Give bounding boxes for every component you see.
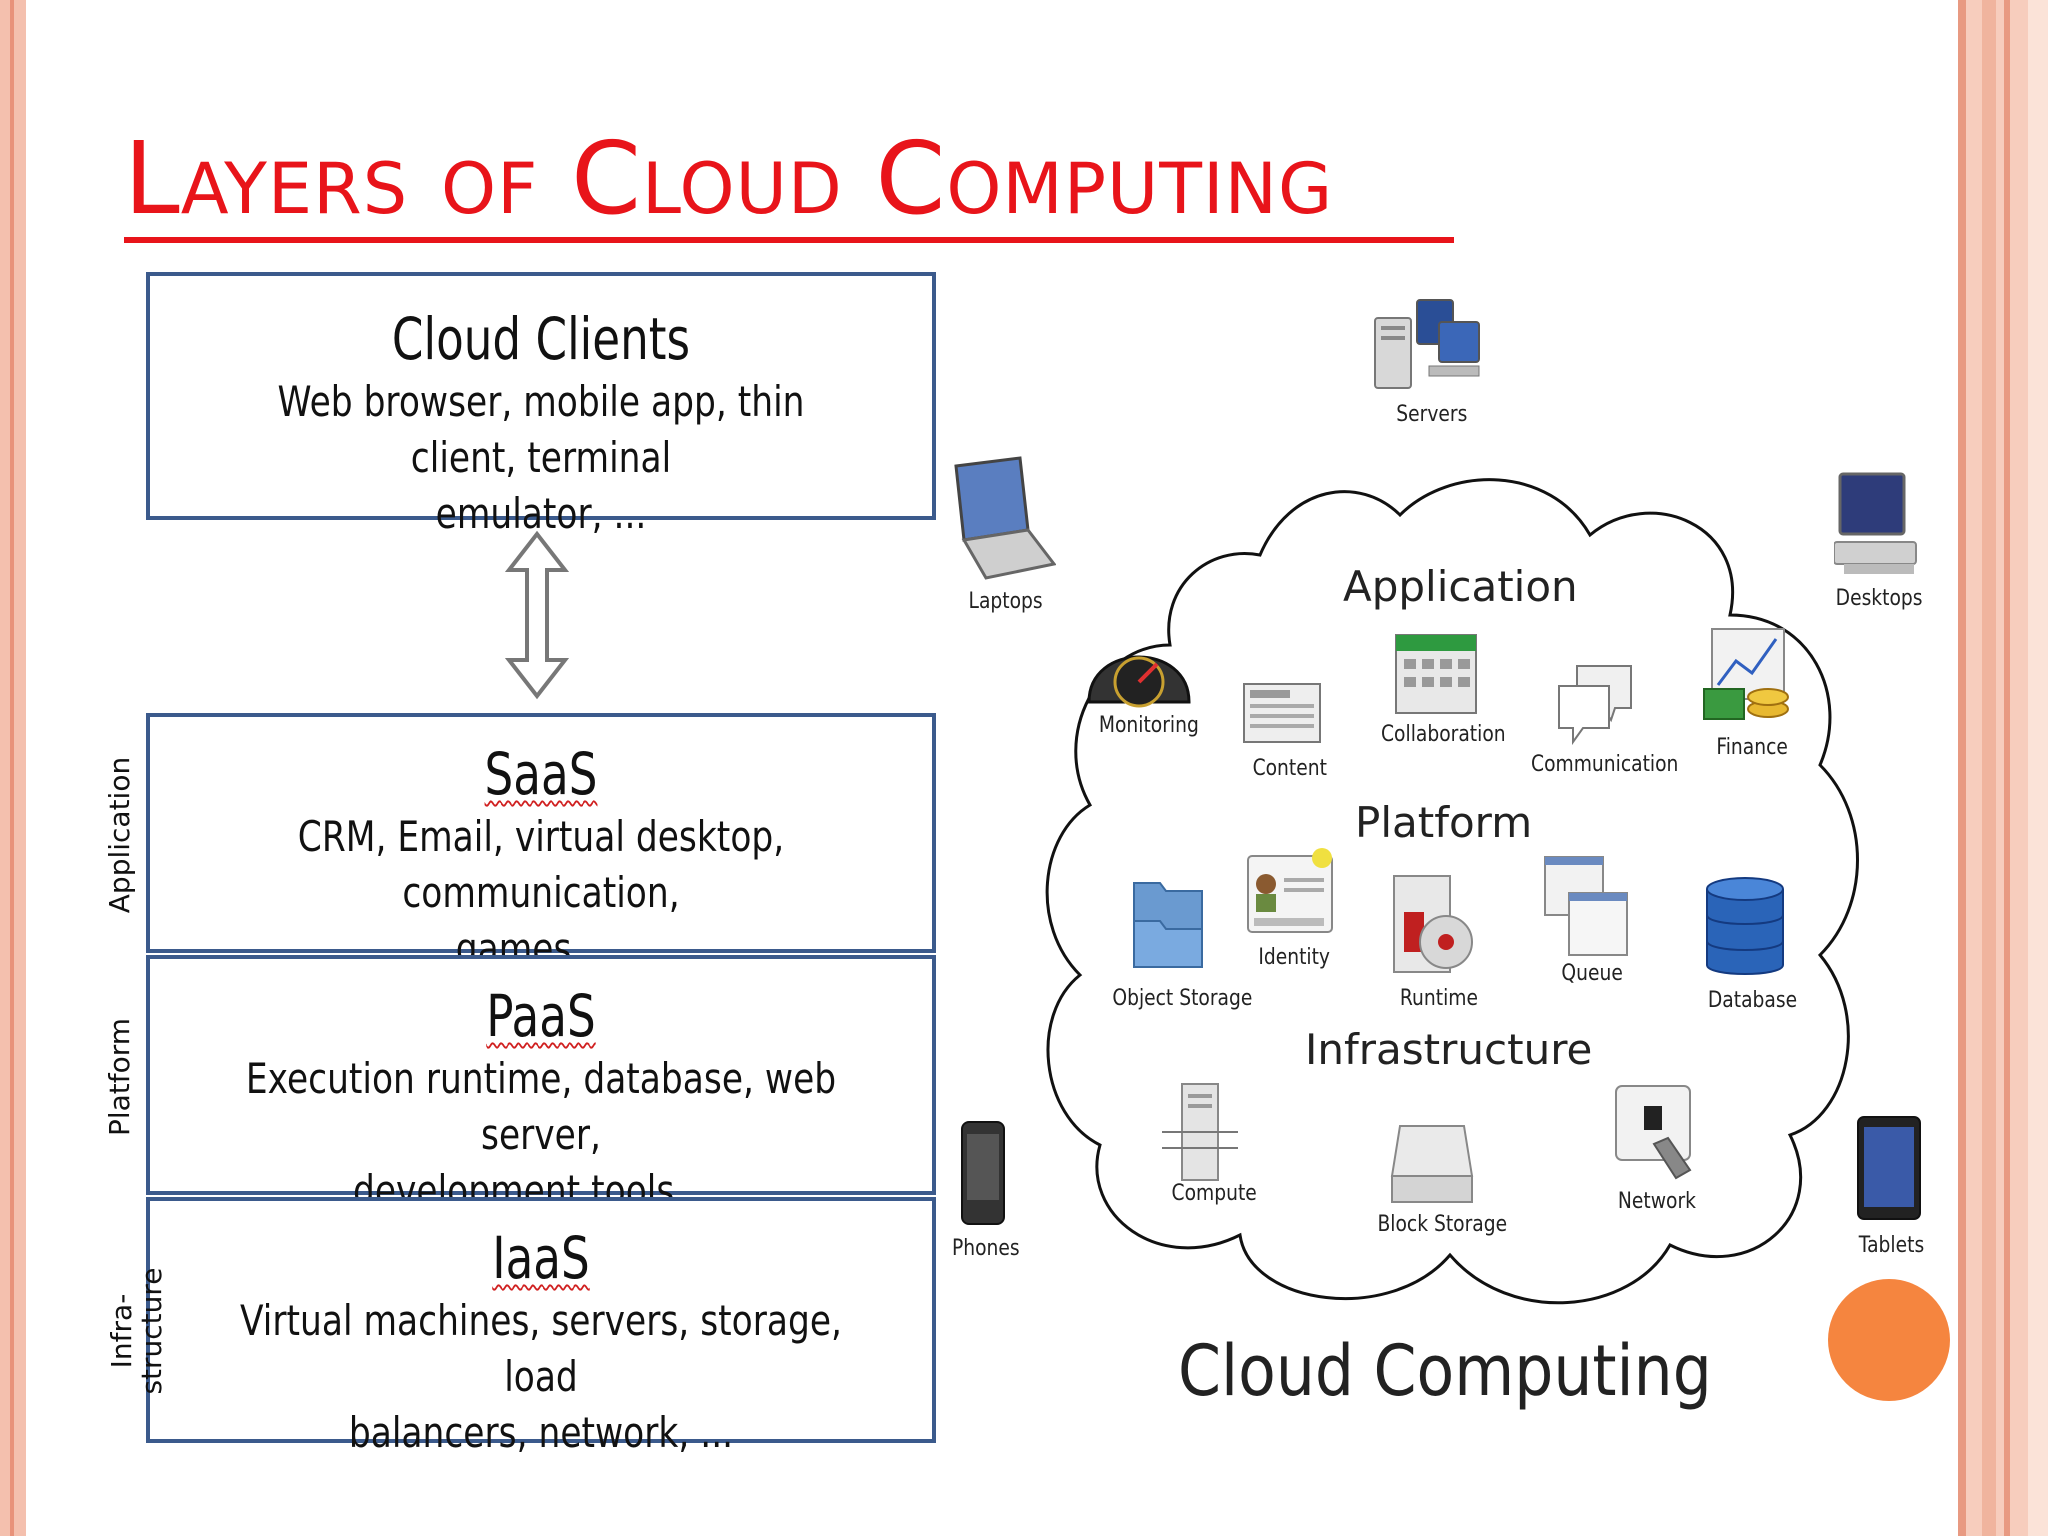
label-block-storage: Block Storage bbox=[1377, 1212, 1508, 1237]
label-content: Content bbox=[1252, 756, 1327, 781]
database-icon bbox=[1706, 877, 1784, 975]
servers-icon bbox=[1374, 299, 1480, 389]
section-application: Application bbox=[1343, 562, 1578, 611]
object-storage-icon bbox=[1133, 882, 1203, 968]
label-database: Database bbox=[1707, 988, 1798, 1013]
tablet-icon bbox=[1857, 1116, 1921, 1220]
iaas-desc-2: balancers, network, ... bbox=[348, 1408, 734, 1457]
runtime-icon bbox=[1393, 875, 1473, 973]
label-laptops: Laptops bbox=[968, 589, 1043, 614]
double-arrow-icon bbox=[505, 530, 569, 700]
communication-icon bbox=[1558, 665, 1632, 746]
cloud-clients-heading: Cloud Clients bbox=[391, 305, 691, 373]
label-object-storage: Object Storage bbox=[1112, 986, 1253, 1011]
section-platform: Platform bbox=[1355, 798, 1533, 847]
cloud-computing-caption: Cloud Computing bbox=[1178, 1330, 1712, 1412]
label-phones: Phones bbox=[951, 1236, 1020, 1261]
label-tablets: Tablets bbox=[1858, 1233, 1925, 1258]
finance-icon bbox=[1703, 628, 1789, 720]
compute-icon bbox=[1162, 1083, 1238, 1181]
saas-desc-1: CRM, Email, virtual desktop, communicati… bbox=[297, 812, 785, 917]
queue-icon bbox=[1544, 856, 1628, 956]
label-identity: Identity bbox=[1258, 945, 1331, 970]
collaboration-icon bbox=[1395, 634, 1477, 714]
iaas-heading: IaaS bbox=[492, 1224, 590, 1292]
decorative-circle bbox=[1828, 1279, 1950, 1401]
iaas-box: IaaS Virtual machines, servers, storage,… bbox=[146, 1197, 936, 1457]
side-label-infra-2: structure bbox=[135, 1267, 168, 1395]
label-servers: Servers bbox=[1396, 402, 1468, 427]
content-icon bbox=[1243, 683, 1321, 743]
label-queue: Queue bbox=[1561, 961, 1623, 986]
label-communication: Communication bbox=[1531, 752, 1679, 777]
section-infrastructure: Infrastructure bbox=[1305, 1025, 1593, 1074]
side-label-application: Application bbox=[103, 756, 136, 914]
laptop-icon bbox=[954, 456, 1056, 580]
label-runtime: Runtime bbox=[1399, 986, 1478, 1011]
cloud-clients-desc-1: Web browser, mobile app, thin client, te… bbox=[277, 377, 805, 482]
identity-icon bbox=[1247, 848, 1333, 933]
phone-icon bbox=[961, 1121, 1005, 1225]
label-desktops: Desktops bbox=[1835, 586, 1923, 611]
title-underline bbox=[124, 237, 1454, 243]
side-label-infra-1: Infra- bbox=[105, 1293, 138, 1369]
paas-box: PaaS Execution runtime, database, web se… bbox=[146, 955, 936, 1215]
label-compute: Compute bbox=[1171, 1181, 1257, 1206]
monitoring-icon bbox=[1087, 655, 1191, 708]
label-finance: Finance bbox=[1716, 735, 1788, 760]
cloud-clients-desc-2: emulator, ... bbox=[435, 489, 647, 538]
left-border bbox=[0, 0, 26, 1536]
label-collaboration: Collaboration bbox=[1380, 722, 1506, 747]
label-network: Network bbox=[1617, 1189, 1696, 1214]
desktop-icon bbox=[1834, 472, 1917, 574]
block-storage-icon bbox=[1390, 1125, 1474, 1203]
slide-title: Layers of Cloud Computing bbox=[124, 120, 1334, 237]
network-icon bbox=[1615, 1085, 1692, 1180]
saas-heading: SaaS bbox=[484, 740, 598, 808]
side-label-infrastructure: Infra- structure bbox=[105, 1251, 169, 1411]
label-monitoring: Monitoring bbox=[1098, 713, 1199, 738]
cloud-clients-box: Cloud Clients Web browser, mobile app, t… bbox=[146, 272, 936, 538]
side-label-platform: Platform bbox=[103, 1017, 136, 1137]
paas-heading: PaaS bbox=[486, 982, 596, 1050]
right-border bbox=[1958, 0, 2048, 1536]
paas-desc-1: Execution runtime, database, web server, bbox=[245, 1054, 837, 1159]
saas-box: SaaS CRM, Email, virtual desktop, commun… bbox=[146, 713, 936, 973]
iaas-desc-1: Virtual machines, servers, storage, load bbox=[240, 1296, 842, 1401]
